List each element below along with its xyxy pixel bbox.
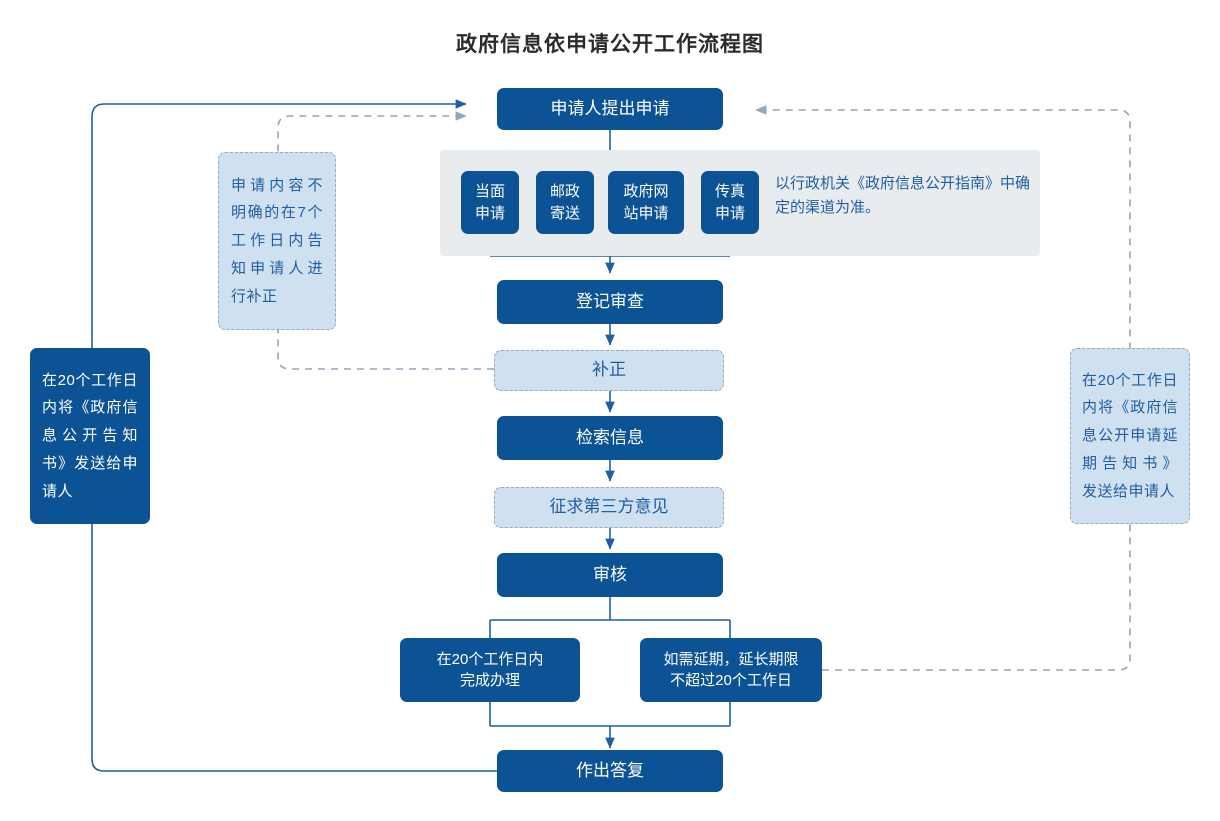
node-channel-postal-label: 邮政 寄送 [549, 183, 580, 222]
node-register-review[interactable]: 登记审查 [497, 280, 723, 324]
node-reply-label: 作出答复 [576, 760, 644, 780]
node-third-party-opinion-label: 征求第三方意见 [549, 497, 669, 517]
node-channel-fax[interactable]: 传真 申请 [701, 171, 759, 234]
node-supplement-label: 补正 [592, 360, 626, 380]
node-channel-website-label: 政府网 站申请 [623, 183, 669, 222]
node-channel-website[interactable]: 政府网 站申请 [608, 171, 684, 234]
note-left-notice-text: 在20个工作日内将《政府信息公开告知书》发送给申请人 [42, 371, 138, 500]
node-reply[interactable]: 作出答复 [497, 750, 723, 792]
node-audit-label: 审核 [593, 564, 627, 584]
node-channel-in-person-label: 当面 申请 [474, 183, 505, 222]
note-right-extension-notice: 在20个工作日内将《政府信息公开申请延期告知书》 发送给申请人 [1070, 348, 1190, 524]
node-register-review-label: 登记审查 [576, 291, 644, 311]
node-third-party-opinion[interactable]: 征求第三方意见 [494, 487, 724, 528]
note-left-notice: 在20个工作日内将《政府信息公开告知书》发送给申请人 [30, 348, 150, 524]
node-supplement[interactable]: 补正 [494, 350, 724, 391]
page-title: 政府信息依申请公开工作流程图 [456, 33, 764, 56]
node-extension[interactable]: 如需延期，延长期限 不超过20个工作日 [640, 638, 822, 702]
node-channel-in-person[interactable]: 当面 申请 [461, 171, 519, 234]
node-search-info[interactable]: 检索信息 [497, 416, 723, 460]
node-apply[interactable]: 申请人提出申请 [497, 88, 723, 130]
note-right-extension-notice-text: 在20个工作日内将《政府信息公开申请延期告知书》 发送给申请人 [1082, 371, 1178, 500]
node-channel-fax-label: 传真 申请 [714, 183, 745, 222]
node-finish-20-days[interactable]: 在20个工作日内 完成办理 [400, 638, 580, 702]
note-left-supplement-text: 申请内容不明确的在7个工作日内告知申请人进行补正 [231, 176, 323, 305]
note-left-supplement: 申请内容不明确的在7个工作日内告知申请人进行补正 [218, 152, 336, 330]
node-channel-postal[interactable]: 邮政 寄送 [536, 171, 594, 234]
node-finish-20-days-label: 在20个工作日内 完成办理 [436, 650, 544, 689]
channel-note-text: 以行政机关《政府信息公开指南》中确定的渠道为准。 [775, 175, 1031, 216]
node-search-info-label: 检索信息 [576, 427, 644, 447]
node-extension-label: 如需延期，延长期限 不超过20个工作日 [663, 650, 799, 689]
node-apply-label: 申请人提出申请 [550, 98, 670, 118]
node-audit[interactable]: 审核 [497, 553, 723, 597]
